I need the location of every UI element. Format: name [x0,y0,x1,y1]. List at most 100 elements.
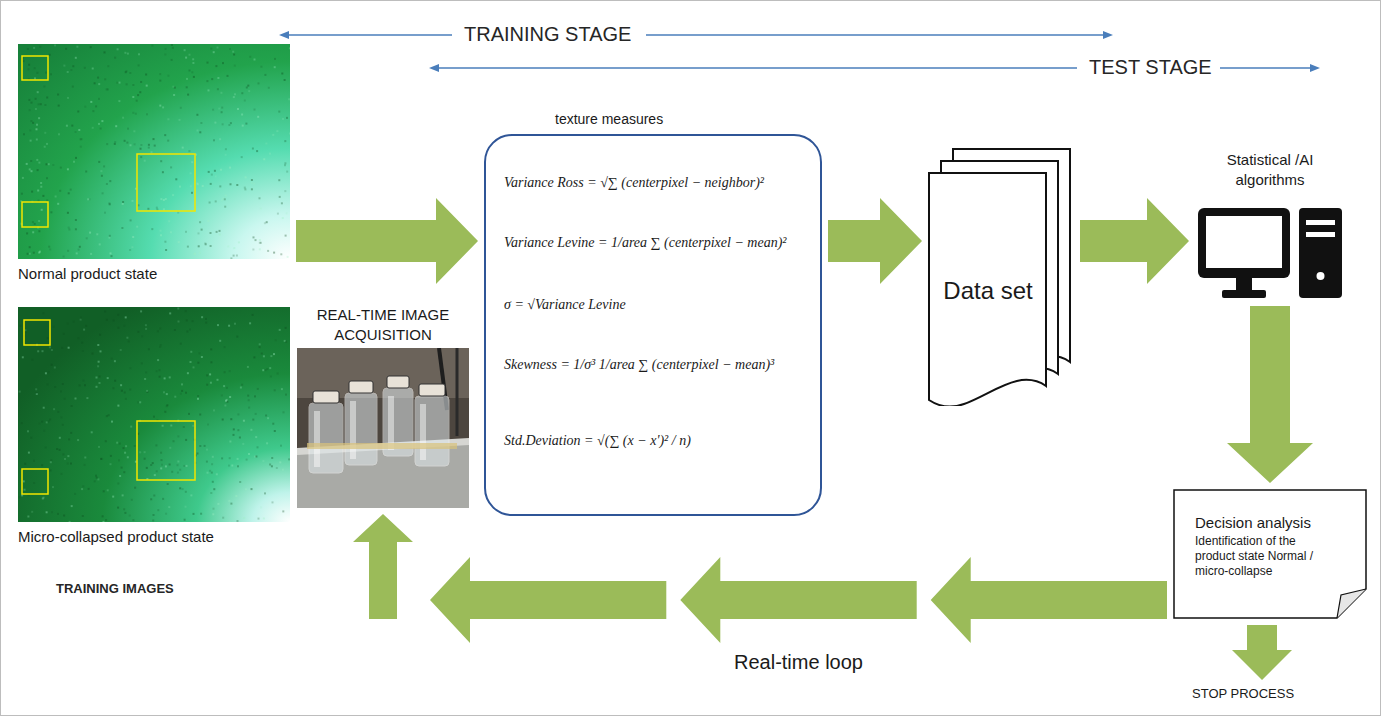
photo-panel: REAL-TIME IMAGE ACQUISITION [293,305,473,508]
image-speckle [220,169,222,171]
image-speckle [83,329,85,331]
image-speckle [128,340,130,342]
image-speckle [98,446,100,448]
image-speckle [222,123,224,125]
image-speckle [246,459,248,461]
image-speckle [253,236,255,238]
image-speckle [164,241,166,243]
span-arrowhead [279,31,289,39]
image-speckle [177,435,179,437]
monitor-screen [1206,216,1282,268]
image-speckle [285,341,287,343]
image-speckle [79,246,81,248]
image-speckle [255,413,257,415]
formula-text: Variance Ross = √∑ (centerpixel − neighb… [504,174,810,192]
image-speckle [260,66,262,68]
image-speckle [229,370,231,372]
image-speckle [129,367,131,369]
image-speckle [225,148,227,150]
image-speckle [282,217,284,219]
image-speckle [44,146,46,148]
roi-square [137,154,195,211]
image-speckle [24,463,26,465]
image-speckle [265,415,267,417]
image-speckle [82,515,84,517]
image-speckle [30,160,32,162]
image-speckle [139,401,141,403]
image-speckle [179,469,181,471]
image-speckle [206,384,208,386]
image-speckle [82,350,84,352]
image-speckle [153,514,155,516]
image-speckle [36,139,38,141]
image-speckle [284,140,286,142]
block-arrow-connector [296,198,478,284]
monitor-neck [1236,278,1252,290]
image-speckle [147,208,149,210]
image-speckle [284,79,286,81]
image-speckle [164,377,166,379]
image-speckle [280,253,282,255]
image-speckle [67,212,69,214]
image-speckle [67,97,69,99]
document-outline [1174,490,1366,618]
image-speckle [213,488,215,490]
computer-icon [1195,206,1345,300]
image-speckle [243,517,245,519]
image-speckle [75,219,77,221]
image-speckle [279,461,281,463]
image-speckle [241,92,243,94]
image-speckle [96,233,98,235]
image-speckle [103,165,105,167]
image-speckle [260,242,262,244]
image-speckle [219,138,221,140]
image-speckle [217,88,219,90]
image-speckle [151,228,153,230]
image-speckle [43,430,45,432]
image-speckle [190,172,192,174]
image-speckle [124,512,126,514]
image-speckle [121,467,123,469]
image-speckle [242,443,244,445]
image-speckle [274,430,276,432]
image-speckle [39,251,41,253]
image-speckle [106,183,108,185]
image-speckle [119,475,121,477]
image-speckle [171,59,173,61]
image-speckle [122,494,124,496]
image-speckle [98,98,100,100]
image-speckle [66,125,68,127]
image-speckle [30,120,32,122]
image-speckle [162,171,164,173]
image-speckle [260,208,262,210]
image-speckle [160,230,162,232]
image-speckle [209,470,211,472]
image-speckle [274,58,276,60]
image-speckle [29,253,31,255]
image-speckle [28,64,30,66]
image-speckle [243,420,245,422]
image-speckle [256,150,258,152]
image-speckle [148,147,150,149]
image-speckle [103,490,105,492]
image-speckle [50,459,52,461]
image-speckle [34,77,36,79]
block-arrow [1080,198,1189,284]
image-speckle [156,209,158,211]
image-speckle [117,507,119,509]
image-speckle [94,82,96,84]
computer-node: Statistical /AI algorithms [1195,150,1345,300]
image-speckle [165,249,167,251]
image-speckle [146,113,148,115]
formula-text: Skewness = 1/σ³ 1/area ∑ (centerpixel − … [504,356,810,374]
image-speckle [33,460,35,462]
image-speckle [172,194,174,196]
photo-glint [314,411,320,467]
image-speckle [36,393,38,395]
image-speckle [215,200,217,202]
image-speckle [73,161,75,163]
algorithm-label: Statistical /AI algorithms [1210,150,1330,190]
image-speckle [190,494,192,496]
image-speckle [120,349,122,351]
image-speckle [252,148,254,150]
